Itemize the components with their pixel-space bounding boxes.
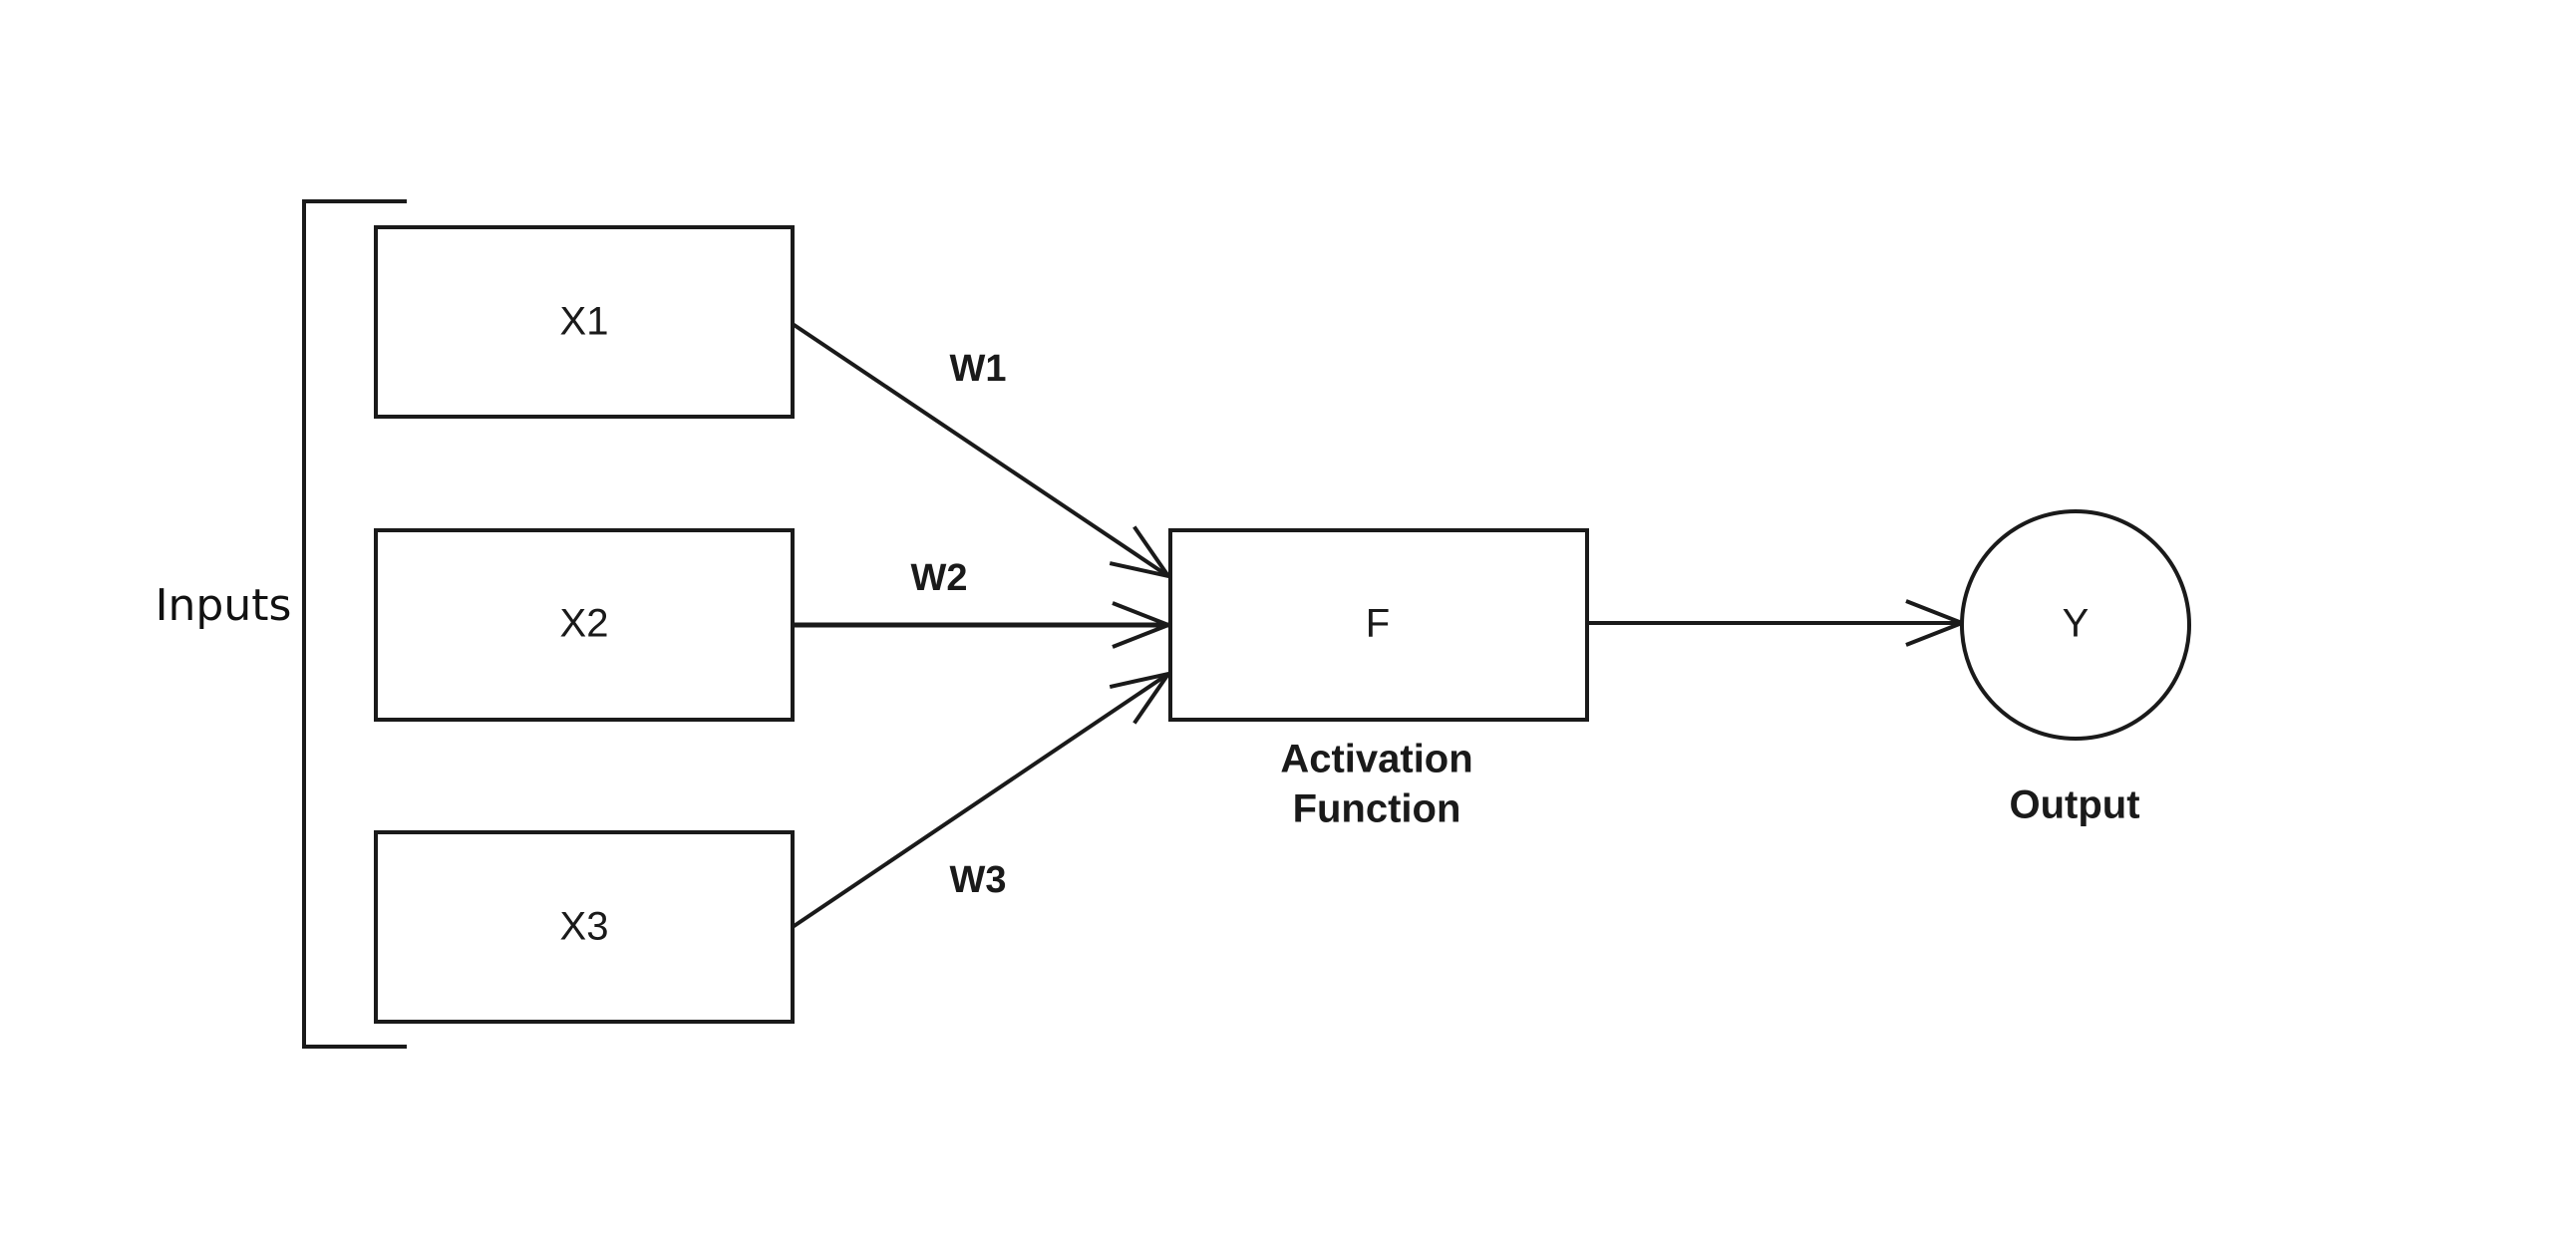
connection-x1-to-f (791, 322, 1168, 576)
weight-label-w2: W2 (911, 557, 968, 599)
activation-box (1168, 528, 1589, 722)
inputs-bracket (302, 199, 407, 1049)
input-label-x2: X2 (560, 602, 609, 646)
activation-caption-line2: Function (1293, 787, 1461, 831)
input-node-x3: X3 (374, 830, 795, 1024)
output-circle (1960, 509, 2191, 741)
connection-x3-to-f (791, 674, 1168, 929)
output-node-label: Y (2063, 602, 2090, 646)
inputs-label: Inputs (156, 580, 292, 631)
output-caption: Output (2009, 783, 2139, 827)
input-box-x2 (374, 528, 795, 722)
input-label-x3: X3 (560, 905, 609, 949)
input-box-x3 (374, 830, 795, 1024)
output-node: Y (1960, 509, 2191, 741)
activation-caption-line1: Activation (1280, 738, 1472, 781)
activation-box-label: F (1366, 602, 1390, 646)
input-label-x1: X1 (560, 300, 609, 344)
weight-label-w1: W1 (950, 348, 1007, 390)
activation-node: F (1168, 528, 1589, 722)
input-box-x1 (374, 225, 795, 419)
input-node-x1: X1 (374, 225, 795, 419)
input-node-x2: X2 (374, 528, 795, 722)
weight-label-w3: W3 (950, 859, 1007, 901)
